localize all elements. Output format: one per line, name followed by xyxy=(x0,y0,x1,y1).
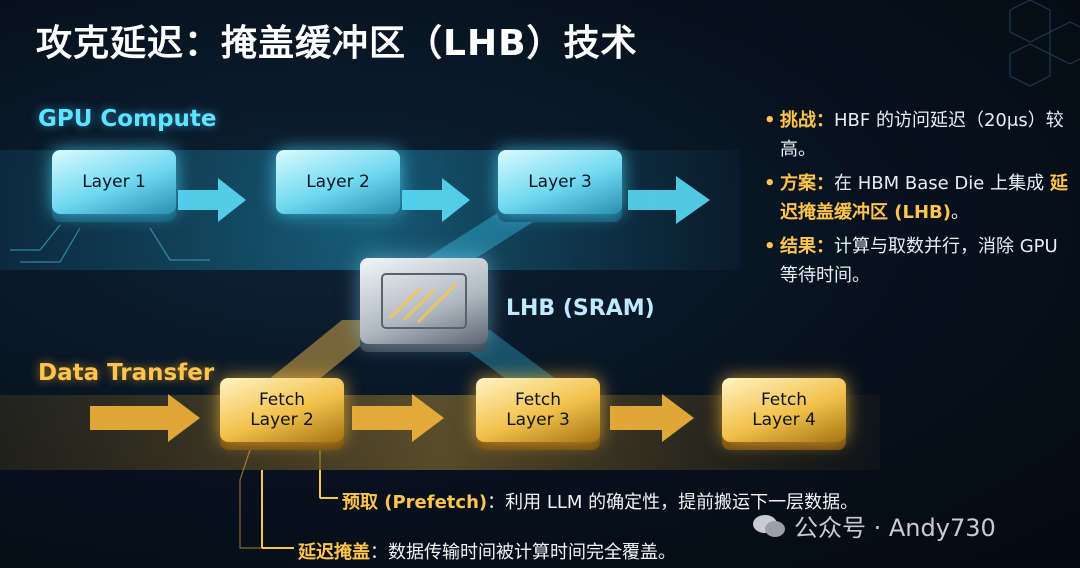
lhb-label: LHB (SRAM) xyxy=(506,296,655,321)
chip-label: Layer 3 xyxy=(528,172,592,192)
note-text: ：数据传输时间被计算时间完全覆盖。 xyxy=(370,542,676,563)
note-prefetch: 预取 (Prefetch)：利用 LLM 的确定性，提前搬运下一层数据。 xyxy=(342,488,858,514)
lhb-circuit-icon xyxy=(381,273,467,329)
chip-label: Layer 2 xyxy=(306,172,370,192)
chip-fetch-layer-4: Fetch Layer 4 xyxy=(722,378,846,442)
note-key: 预取 (Prefetch) xyxy=(342,492,488,513)
chip-label: Layer 1 xyxy=(82,172,146,192)
lhb-sram-block xyxy=(360,258,488,344)
lane-label-compute: GPU Compute xyxy=(38,106,217,132)
chip-label-line2: Layer 3 xyxy=(506,410,570,430)
bullet-tail: 。 xyxy=(950,202,969,223)
bullet-text: 在 HBM Base Die 上集成 xyxy=(834,173,1045,194)
chip-label-line1: Fetch xyxy=(258,390,306,410)
chip-fetch-layer-3: Fetch Layer 3 xyxy=(476,378,600,442)
chip-label-line1: Fetch xyxy=(760,390,808,410)
circuit-traces xyxy=(10,224,210,263)
note-text: ：利用 LLM 的确定性，提前搬运下一层数据。 xyxy=(487,492,859,513)
wechat-icon xyxy=(753,514,785,537)
chip-layer-2: Layer 2 xyxy=(276,150,400,214)
bullet-text: HBF 的访问延迟（20μs）较高。 xyxy=(780,110,1064,160)
bullet-list: • 挑战：HBF 的访问延迟（20μs）较高。 • 方案：在 HBM Base … xyxy=(764,106,1070,295)
bullet-highlight: 延迟掩盖缓冲区 (LHB) xyxy=(780,173,1068,223)
bullet-result: • 结果：计算与取数并行，消除 GPU 等待时间。 xyxy=(764,236,1058,286)
compute-arrows xyxy=(178,176,710,224)
chip-fetch-layer-2: Fetch Layer 2 xyxy=(220,378,344,442)
bullet-key: 方案： xyxy=(780,173,834,194)
page-title: 攻克延迟：掩盖缓冲区（LHB）技术 xyxy=(36,23,638,64)
chip-layer-3: Layer 3 xyxy=(498,150,622,214)
watermark: 公众号 · Andy730 xyxy=(752,508,996,543)
note-latency-hiding: 延迟掩盖：数据传输时间被计算时间完全覆盖。 xyxy=(298,538,676,564)
note-key: 延迟掩盖 xyxy=(298,542,370,563)
transfer-arrows xyxy=(90,394,694,442)
bullet-key: 结果： xyxy=(780,236,834,257)
chip-label-line2: Layer 4 xyxy=(752,410,816,430)
hex-decoration xyxy=(1009,0,1080,87)
bullet-text: 计算与取数并行，消除 GPU 等待时间。 xyxy=(780,236,1058,286)
lhb-to-layer3-band xyxy=(420,205,560,262)
bullet-challenge: • 挑战：HBF 的访问延迟（20μs）较高。 xyxy=(764,110,1064,160)
watermark-text: 公众号 · Andy730 xyxy=(794,514,996,542)
chip-layer-1: Layer 1 xyxy=(52,150,176,214)
lane-label-transfer: Data Transfer xyxy=(38,360,215,386)
chip-label-line2: Layer 2 xyxy=(250,410,314,430)
bullet-key: 挑战： xyxy=(780,110,834,131)
chip-label-line1: Fetch xyxy=(514,390,562,410)
bullet-solution: • 方案：在 HBM Base Die 上集成 延迟掩盖缓冲区 (LHB)。 xyxy=(764,173,1068,223)
